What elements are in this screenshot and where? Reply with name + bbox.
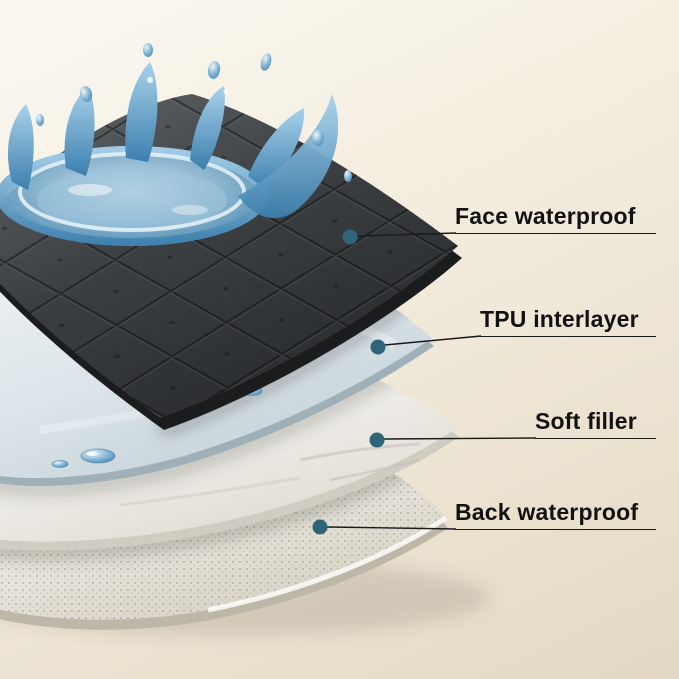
- callout-face-waterproof: Face waterproof: [455, 203, 656, 234]
- layer-label-back-waterproof: Back waterproof: [455, 499, 639, 525]
- layer-soft-filler: [0, 329, 459, 551]
- leader-line-back: [326, 526, 457, 530]
- marker-dot-face: [342, 229, 358, 245]
- leader-line-tpu: [384, 335, 482, 346]
- layer-label-soft-filler: Soft filler: [535, 408, 637, 434]
- callout-tpu-interlayer: TPU interlayer: [480, 306, 656, 337]
- leader-line-face: [356, 232, 457, 237]
- marker-dot-filler: [369, 432, 385, 448]
- water-splash-icon: [0, 43, 352, 246]
- marker-dot-back: [312, 519, 328, 535]
- callout-markers: [312, 229, 537, 535]
- layer-back-waterproof: [0, 414, 448, 630]
- callout-soft-filler: Soft filler: [535, 408, 656, 439]
- leader-line-filler: [383, 437, 537, 440]
- layer-label-face-waterproof: Face waterproof: [455, 203, 636, 229]
- marker-dot-tpu: [370, 339, 386, 355]
- layer-label-tpu-interlayer: TPU interlayer: [480, 306, 639, 332]
- callout-back-waterproof: Back waterproof: [455, 499, 656, 530]
